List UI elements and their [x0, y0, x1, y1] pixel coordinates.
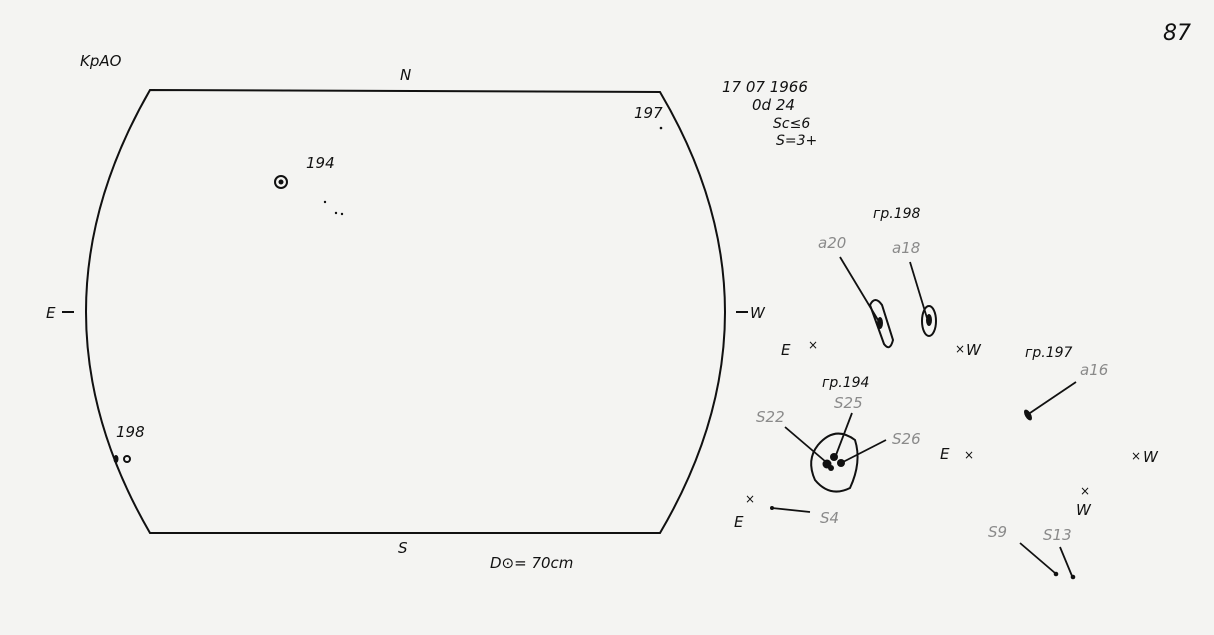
- spot-s13: [1070, 574, 1076, 580]
- spot-a20-label: a20: [818, 234, 846, 252]
- solar-disk-outline: [85, 88, 726, 534]
- group-194-pore: [340, 212, 344, 216]
- group-194-east-label: E: [734, 513, 744, 531]
- group-194-umbra: [828, 465, 834, 471]
- east-marker: ×: [745, 492, 755, 506]
- spot-s9: [1053, 571, 1059, 577]
- spot-s25-label: S25: [834, 394, 863, 412]
- spot-a20-umbra: [877, 317, 883, 329]
- east-marker: ×: [964, 448, 974, 462]
- disk-diameter-note: D⊙= 70cm: [490, 554, 573, 572]
- observation-time: 0d 24: [752, 96, 795, 114]
- spot-s4-label: S4: [820, 509, 839, 527]
- page-number: 87: [1163, 21, 1191, 46]
- group-197-west2-label: W: [1076, 501, 1092, 519]
- spot-s22-label: S22: [756, 408, 785, 426]
- spot-s9-leader: [1019, 542, 1056, 574]
- west-marker: ×: [1131, 449, 1141, 463]
- spot-s4-leader: [771, 507, 811, 513]
- group-197-west-label: W: [1143, 448, 1159, 466]
- spot-s22-leader: [784, 426, 827, 463]
- seeing-s: S=3+: [776, 133, 817, 149]
- spot-s13-label: S13: [1043, 526, 1072, 544]
- group-198-spot: [113, 455, 119, 463]
- observatory-code: KpAO: [80, 52, 122, 70]
- spot-a16-label: a16: [1080, 361, 1108, 379]
- west-marker: ×: [1080, 484, 1090, 498]
- west-marker: ×: [955, 342, 965, 356]
- west-label: W: [750, 304, 766, 322]
- south-label: S: [398, 539, 408, 557]
- group-198-label: 198: [116, 423, 145, 441]
- group-198-spot-ring: [123, 455, 131, 463]
- group-197-spot: [659, 126, 663, 130]
- spot-a16: [1024, 409, 1032, 421]
- group-198-detail-title: гр.198: [873, 206, 921, 222]
- group-197-detail-title: гр.197: [1025, 345, 1073, 361]
- spot-s25-umbra: [830, 453, 838, 461]
- seeing-sc: Sc≤6: [773, 116, 810, 132]
- spot-s26-umbra: [837, 459, 845, 467]
- group-194-detail-title: гр.194: [822, 375, 869, 391]
- group-198-east-label: E: [781, 341, 791, 359]
- group-197-label: 197: [634, 104, 663, 122]
- east-marker: ×: [808, 338, 818, 352]
- spot-s9-label: S9: [988, 523, 1007, 541]
- group-194-label: 194: [306, 154, 335, 172]
- group-197-east-label: E: [940, 445, 950, 463]
- group-194-penumbra: [274, 175, 288, 189]
- spot-s25-leader: [835, 412, 853, 456]
- spot-a18-penumbra: [921, 305, 937, 337]
- spot-s13-leader: [1059, 546, 1073, 577]
- north-label: N: [400, 66, 411, 84]
- group-194-pore: [334, 211, 338, 215]
- spot-s26-label: S26: [892, 430, 921, 448]
- spot-s26-leader: [842, 439, 887, 463]
- spot-a18-label: a18: [892, 239, 920, 257]
- spot-a16-leader: [1029, 381, 1077, 414]
- spot-a20-penumbra: [868, 299, 895, 349]
- group-194-pore: [323, 200, 327, 204]
- observation-date: 17 07 1966: [722, 78, 808, 96]
- east-label: E: [46, 304, 56, 322]
- spot-a18-umbra: [926, 314, 932, 326]
- group-194-umbra: [278, 179, 284, 185]
- group-198-west-label: W: [966, 341, 982, 359]
